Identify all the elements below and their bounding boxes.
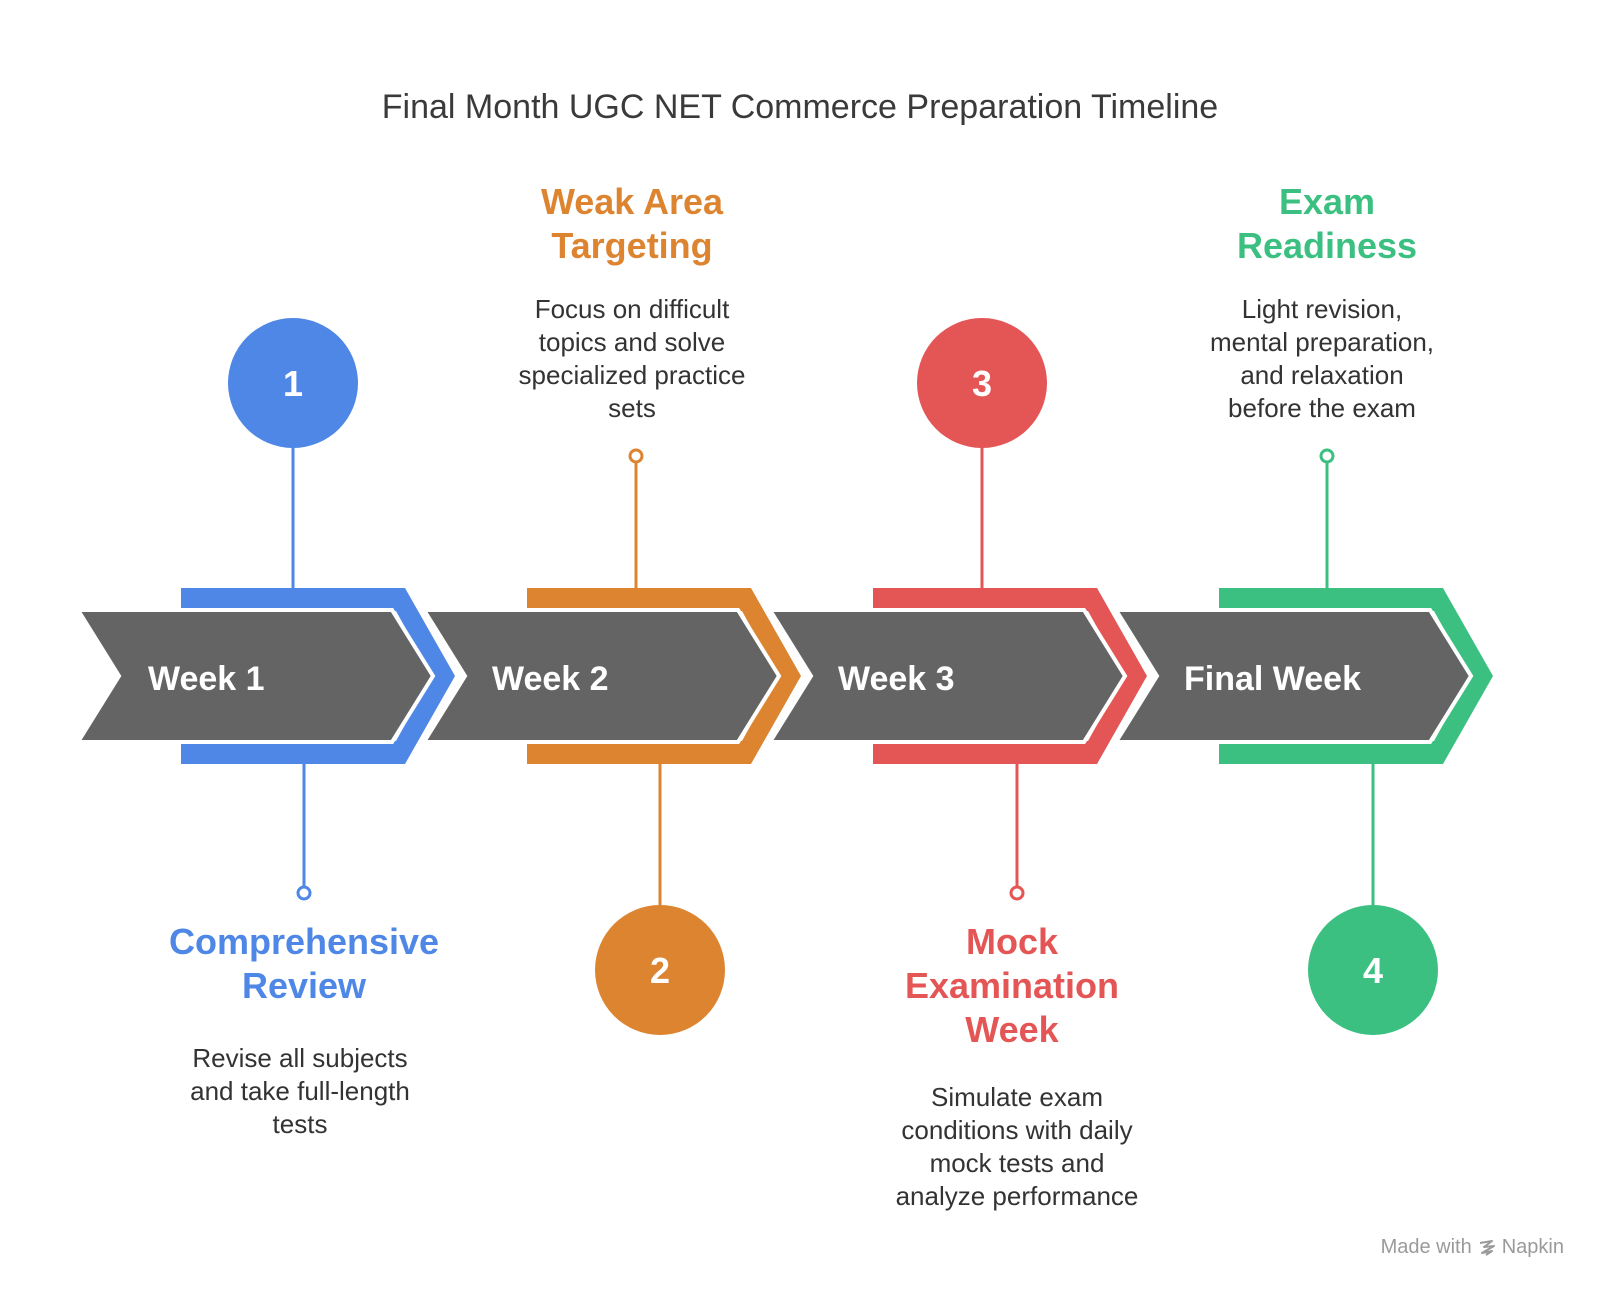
chevron-outline-1 [181, 588, 455, 764]
chevron-week-3 [766, 608, 1128, 744]
step-heading-4: Exam Readiness [1236, 181, 1418, 266]
step-number-2: 2 [650, 950, 670, 991]
watermark: Made with Napkin [1381, 1236, 1564, 1259]
step-heading-3: Mock Examination Week [904, 921, 1120, 1050]
step-description-3: Simulate exam conditions with daily mock… [895, 1082, 1139, 1211]
connector-dot-1 [296, 885, 312, 901]
napkin-logo-icon [1479, 1239, 1495, 1256]
step-number-1: 1 [283, 363, 303, 404]
chevron-outline-3 [873, 588, 1147, 764]
step-circle-3 [917, 318, 1047, 448]
step-description-1: Revise all subjects and take full-length… [190, 1043, 410, 1139]
step-circle-4 [1308, 905, 1438, 1035]
step-number-4: 4 [1363, 950, 1383, 991]
step-heading-1: Comprehensive Review [168, 921, 440, 1006]
chevron-week-2 [420, 608, 782, 744]
watermark-prefix: Made with [1380, 1236, 1472, 1258]
connector-dot-2 [628, 448, 644, 464]
step-description-4: Light revision, mental preparation, and … [1209, 294, 1435, 423]
chevron-week-4 [1112, 608, 1474, 744]
chevron-outline-2 [527, 588, 801, 764]
step-circle-2 [595, 905, 725, 1035]
step-circle-1 [228, 318, 358, 448]
page-title: Final Month UGC NET Commerce Preparation… [381, 88, 1219, 126]
connector-dot-3 [1009, 885, 1025, 901]
week-label-2: Week 2 [492, 660, 609, 698]
chevron-outline-4 [1219, 588, 1493, 764]
week-label-3: Week 3 [838, 660, 955, 698]
connector-dot-4 [1319, 448, 1335, 464]
week-label-4: Final Week [1184, 660, 1361, 698]
step-heading-2: Weak Area Targeting [540, 181, 724, 266]
step-number-3: 3 [972, 363, 992, 404]
step-description-2: Focus on difficult topics and solve spec… [518, 294, 746, 423]
week-label-1: Week 1 [148, 660, 265, 698]
chevron-week-1 [74, 608, 436, 744]
watermark-brand: Napkin [1501, 1236, 1564, 1258]
